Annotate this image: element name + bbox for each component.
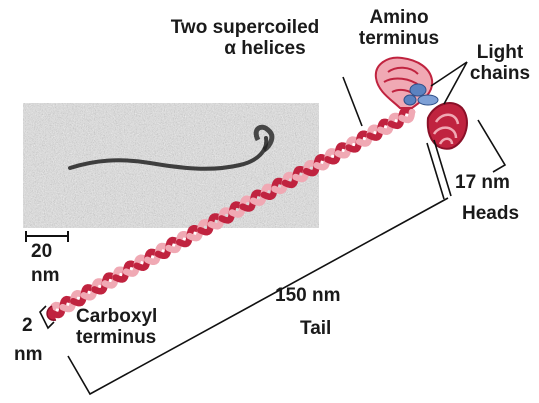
scale-bar-value: 20 [31,241,52,262]
supercoiled-helices-label: Two supercoiled α helices [140,17,350,59]
amino-terminus-label: Amino terminus [353,7,445,49]
electron-micrograph [23,103,319,228]
heads-label: Heads [462,203,519,224]
light-chains-line1: Light [462,42,538,63]
amino-terminus-line1: Amino [353,7,445,28]
light-chains-line2: chains [462,63,538,84]
scale-bar-unit: nm [31,265,60,286]
light-chains-label: Light chains [462,42,538,84]
supercoiled-helices-line1: Two supercoiled [140,17,350,38]
heads-size-label: 17 nm [455,172,510,193]
tail-label: Tail [300,318,331,339]
supercoiled-helices-line2: α helices [180,38,350,59]
carboxyl-terminus-line2: terminus [76,327,157,348]
width-unit: nm [14,344,43,365]
carboxyl-terminus-label: Carboxyl terminus [76,306,157,348]
tail-size-label: 150 nm [275,285,340,306]
width-value: 2 [22,315,33,336]
amino-terminus-line2: terminus [353,28,445,49]
carboxyl-terminus-line1: Carboxyl [76,306,157,327]
myosin-head-lower [428,103,467,149]
